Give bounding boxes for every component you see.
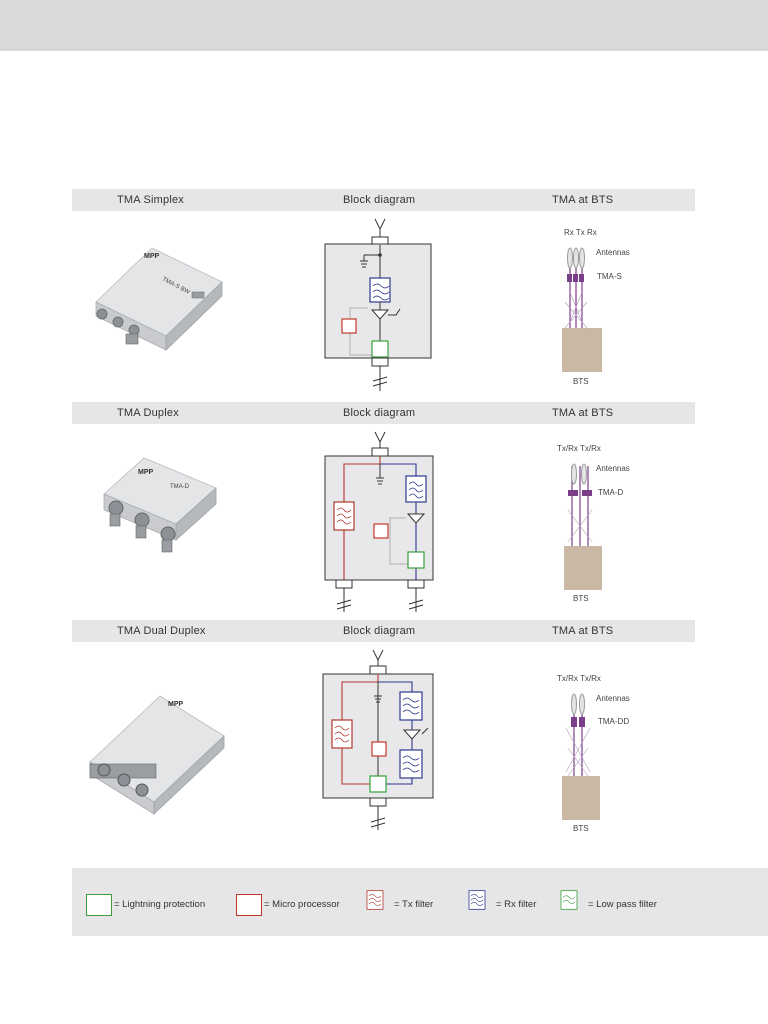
rx-filter-block xyxy=(369,277,391,303)
micro-processor-block xyxy=(373,523,389,539)
bts-installation-dual-duplex: Tx/Rx Tx/Rx Antennas TMA-DD BTS xyxy=(540,668,660,838)
bts-installation-simplex: Rx Tx Rx Antennas TMA-S BTS xyxy=(540,222,660,392)
lightning-protection-block xyxy=(371,340,389,358)
header-tma-at-bts: TMA at BTS xyxy=(552,407,614,419)
micro-processor-block xyxy=(371,741,387,757)
legend-label: = Micro processor xyxy=(264,899,340,910)
legend-label: = Rx filter xyxy=(496,899,537,910)
top-banner xyxy=(0,0,768,51)
device-label-text: TMA-D xyxy=(170,484,190,490)
feeder-symbol xyxy=(372,376,388,387)
antenna-port-labels: Rx Tx Rx xyxy=(564,228,597,237)
legend-label: = Lightning protection xyxy=(114,899,206,910)
rx-filter-icon xyxy=(468,890,486,910)
antenna-port-labels: Tx/Rx Tx/Rx xyxy=(557,674,601,683)
brand-logo: MPP xyxy=(168,701,184,708)
micro-processor-box xyxy=(236,894,262,916)
amplifier-symbol xyxy=(370,309,390,320)
tma-model-label: TMA-DD xyxy=(598,717,630,726)
low-pass-filter-icon xyxy=(560,890,578,910)
header-tma-at-bts: TMA at BTS xyxy=(552,625,614,637)
antenna-port-labels: Tx/Rx Tx/Rx xyxy=(557,444,601,453)
header-block-diagram: Block diagram xyxy=(343,407,416,419)
bts-label: BTS xyxy=(573,824,589,833)
tma-model-label: TMA-D xyxy=(598,488,624,497)
legend-label: = Tx filter xyxy=(394,899,434,910)
tma-duplex-device-image: TMA-D MPP xyxy=(103,457,217,553)
brand-logo: MPP xyxy=(138,469,154,476)
block-diagram-dual-duplex xyxy=(322,649,434,830)
legend-label: = Low pass filter xyxy=(588,899,657,910)
antennas-label: Antennas xyxy=(596,248,630,257)
block-diagram-duplex xyxy=(324,431,434,612)
header-block-diagram: Block diagram xyxy=(343,194,416,206)
row-header-simplex: TMA Simplex Block diagram TMA at BTS xyxy=(72,189,695,211)
bts-label: BTS xyxy=(573,377,589,386)
header-product-name: TMA Simplex xyxy=(117,194,184,206)
tma-dual-duplex-device-image: MPP xyxy=(89,695,225,815)
antennas-label: Antennas xyxy=(596,694,630,703)
block-diagram-simplex xyxy=(324,218,432,391)
tma-simplex-device-image: TMA-S BW MPP xyxy=(95,247,223,351)
lightning-protection-box xyxy=(86,894,112,916)
header-product-name: TMA Dual Duplex xyxy=(117,625,206,637)
antennas-label: Antennas xyxy=(596,464,630,473)
row-header-duplex: TMA Duplex Block diagram TMA at BTS xyxy=(72,402,695,424)
micro-processor-block xyxy=(341,318,357,334)
header-product-name: TMA Duplex xyxy=(117,407,179,419)
tma-model-label: TMA-S xyxy=(597,272,622,281)
brand-logo: MPP xyxy=(144,253,160,260)
lightning-protection-block xyxy=(407,551,425,569)
row-header-dual-duplex: TMA Dual Duplex Block diagram TMA at BTS xyxy=(72,620,695,642)
lightning-protection-block xyxy=(369,775,387,793)
rx-filter-block xyxy=(405,475,427,503)
tx-filter-icon xyxy=(366,890,384,910)
header-block-diagram: Block diagram xyxy=(343,625,416,637)
ground-symbol xyxy=(360,255,368,268)
bts-installation-duplex: Tx/Rx Tx/Rx Antennas TMA-D BTS xyxy=(540,438,660,608)
legend-panel: = Lightning protection = Micro processor… xyxy=(72,868,768,936)
antenna-symbol xyxy=(374,218,386,237)
bts-label: BTS xyxy=(573,594,589,603)
header-tma-at-bts: TMA at BTS xyxy=(552,194,614,206)
